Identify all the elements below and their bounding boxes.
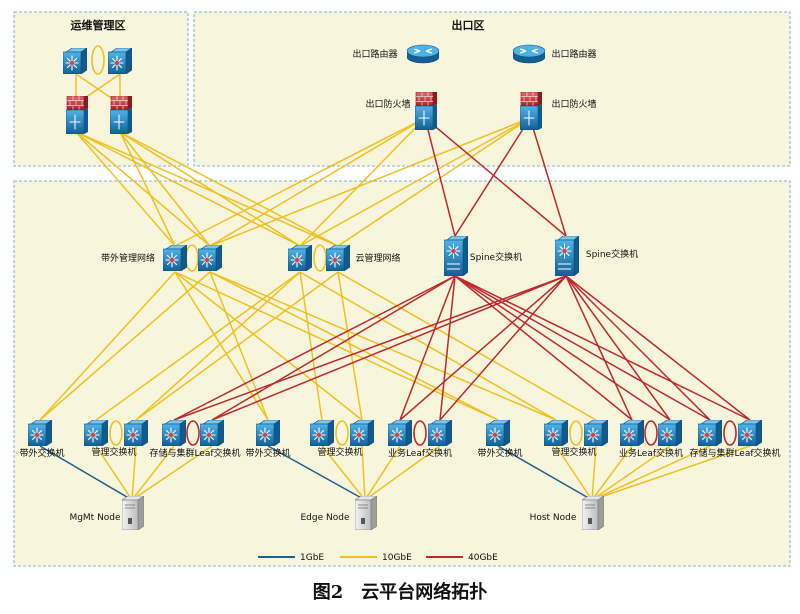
egress-zone-title: 出口区 [452, 18, 485, 32]
oob-mgmt-network-label: 带外管理网络 [101, 252, 155, 264]
ops-zone-title: 运维管理区 [71, 18, 126, 32]
spine-switch-left-icon [444, 236, 468, 276]
leaf-label-oob-2: 带外交换机 [245, 447, 290, 459]
egress-router-right-icon [513, 44, 545, 64]
leaf-storage-1b-icon [200, 420, 224, 446]
oob-mgmt-switch-right-icon [198, 245, 222, 271]
leaf-storage-3a-icon [698, 420, 722, 446]
leaf-mgmt-2b-icon [350, 420, 374, 446]
oob-mgmt-switch-left-icon [163, 245, 187, 271]
ops-firewall-right-icon [110, 96, 132, 134]
host-node-server-icon [582, 496, 604, 530]
cloud-mgmt-network-label: 云管理网络 [355, 252, 400, 264]
router-right-label: 出口路由器 [551, 48, 596, 60]
leaf-label-oob-3: 带外交换机 [477, 447, 522, 459]
leaf-label-storage-1: 存储与集群Leaf交换机 [149, 447, 240, 459]
links-40gbe [173, 117, 751, 421]
leaf-mgmt-1b-icon [124, 420, 148, 446]
leaf-oob-1-icon [28, 420, 52, 446]
router-left-label: 出口路由器 [352, 48, 397, 60]
leaf-label-mgmt-3: 管理交换机 [551, 446, 596, 458]
leaf-business-2a-icon [388, 420, 412, 446]
egress-firewall-left-icon [415, 92, 437, 130]
edge-node-server-icon [355, 496, 377, 530]
links-1gbe [39, 445, 593, 501]
leaf-storage-3b-icon [738, 420, 762, 446]
mgmt-node-server-icon [122, 496, 144, 530]
leaf-mgmt-3b-icon [584, 420, 608, 446]
firewall-left-label: 出口防火墙 [365, 98, 410, 110]
spine-right-label: Spine交换机 [586, 248, 638, 260]
ops-zone [13, 11, 189, 167]
leaf-label-oob-1: 带外交换机 [19, 447, 64, 459]
egress-router-left-icon [407, 44, 439, 64]
leaf-mgmt-2a-icon [310, 420, 334, 446]
ops-firewall-left-icon [66, 96, 88, 134]
leaf-label-business-2: 业务Leaf交换机 [388, 447, 452, 459]
leaf-business-3a-icon [620, 420, 644, 446]
leaf-label-mgmt-2: 管理交换机 [317, 446, 362, 458]
mgmt-node-label: MgMt Node [69, 513, 121, 523]
firewall-right-label: 出口防火墙 [551, 98, 596, 110]
leaf-label-business-3: 业务Leaf交换机 [619, 447, 683, 459]
ops-core-switch-right-icon [108, 48, 132, 74]
leaf-label-storage-3: 存储与集群Leaf交换机 [689, 447, 780, 459]
spine-left-label: Spine交换机 [470, 251, 522, 263]
cloud-mgmt-switch-left-icon [288, 245, 312, 271]
egress-firewall-right-icon [520, 92, 542, 130]
leaf-oob-2-icon [256, 420, 280, 446]
leaf-business-3b-icon [658, 420, 682, 446]
spine-switch-right-icon [555, 236, 579, 276]
egress-zone [193, 11, 791, 167]
leaf-business-2b-icon [428, 420, 452, 446]
legend-label-1gbe: 1GbE [300, 553, 324, 563]
leaf-mgmt-1a-icon [84, 420, 108, 446]
legend-label-10gbe: 10GbE [382, 553, 412, 563]
cloud-mgmt-switch-right-icon [326, 245, 350, 271]
leaf-storage-1a-icon [162, 420, 186, 446]
legend: 1GbE 10GbE 40GbE [258, 553, 498, 563]
leaf-oob-3-icon [486, 420, 510, 446]
legend-label-40gbe: 40GbE [468, 553, 498, 563]
host-node-label: Host Node [530, 513, 577, 523]
ops-core-switch-left-icon [63, 48, 87, 74]
leaf-mgmt-3a-icon [544, 420, 568, 446]
leaf-label-mgmt-1: 管理交换机 [91, 446, 136, 458]
figure-caption: 图2 云平台网络拓扑 [312, 582, 488, 603]
edge-node-label: Edge Node [301, 513, 350, 523]
